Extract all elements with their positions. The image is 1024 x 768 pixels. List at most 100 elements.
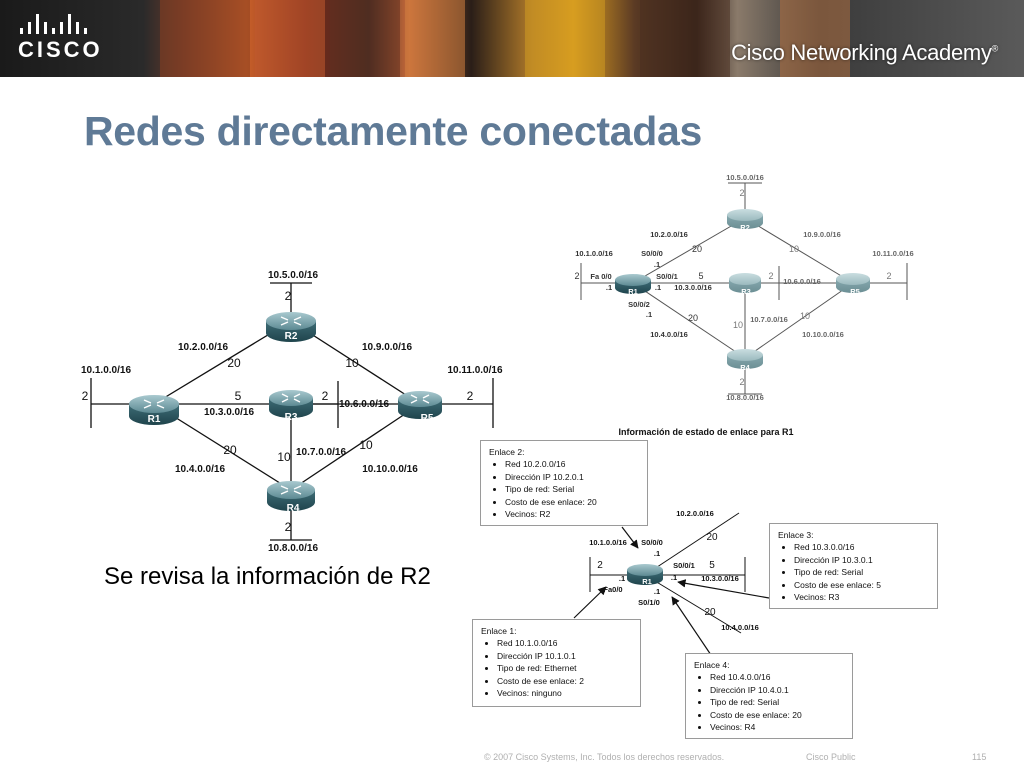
header-banner: CISCO Cisco Networking Academy® (0, 0, 1024, 77)
router-large-r4: R4 (267, 481, 315, 514)
router-small-r1: R1 (615, 274, 651, 296)
router-label: R3 (285, 412, 298, 423)
cost-label: 2 (82, 389, 89, 403)
topology-large: R2 R1 R3 R5 R4 10.5.0.0/16 2 10.2.0 (81, 270, 503, 554)
router-label: R4 (740, 363, 750, 372)
link-info-item: Red 10.4.0.0/16 (710, 673, 844, 682)
network-label: 10.10.0.0/16 (802, 330, 844, 339)
link-info-list: Red 10.3.0.0/16 Dirección IP 10.3.0.1 Ti… (778, 543, 929, 602)
cost-label: 2 (886, 271, 891, 281)
router-large-r2: R2 (266, 312, 316, 342)
router-label: R2 (285, 331, 298, 342)
host-label: .1 (655, 283, 661, 292)
interface-label: Fa 0/0 (590, 272, 611, 281)
link-info-list: Red 10.4.0.0/16 Dirección IP 10.4.0.1 Ti… (694, 673, 844, 732)
router-label: R1 (148, 414, 161, 425)
link-info-item: Tipo de red: Serial (710, 698, 844, 707)
cost-label: 10 (800, 311, 810, 321)
link-info-item: Tipo de red: Serial (505, 485, 639, 494)
router-large-r1: R1 (129, 395, 179, 425)
cost-label: 2 (285, 520, 292, 534)
interface-label: S0/0/0 (641, 249, 663, 258)
router-large-r5: R5 (398, 391, 442, 424)
network-label: 10.7.0.0/16 (296, 447, 346, 458)
cost-label: 10 (789, 244, 799, 254)
cost-label: 2 (467, 389, 474, 403)
link-info-item: Costo de ese enlace: 2 (497, 676, 632, 685)
interface-label: S0/0/2 (628, 300, 650, 309)
cost-label: 20 (692, 244, 702, 254)
link-info-item: Dirección IP 10.3.0.1 (794, 555, 929, 564)
interface-label: S0/1/0 (638, 598, 660, 607)
interface-label: Fa0/0 (603, 585, 622, 594)
host-label: .1 (654, 260, 660, 269)
cisco-logo: CISCO (18, 14, 103, 63)
router-small-r5: R5 (836, 273, 870, 296)
router-small-r4: R4 (727, 349, 763, 372)
network-label: 10.9.0.0/16 (362, 342, 412, 353)
link-info-header: Enlace 4: (694, 660, 730, 670)
link-info-item: Red 10.2.0.0/16 (505, 460, 639, 469)
network-label: 10.11.0.0/16 (872, 249, 913, 258)
link-info-item: Vecinos: R3 (794, 593, 929, 602)
link-info-item: Tipo de red: Serial (794, 568, 929, 577)
router-label: R4 (287, 503, 300, 514)
network-label: 10.6.0.0/16 (339, 399, 389, 410)
link-state-diagram: Información de estado de enlace para R1 … (573, 427, 794, 656)
link-info-item: Costo de ese enlace: 20 (505, 497, 639, 506)
host-label: .1 (671, 573, 677, 582)
network-label: 10.1.0.0/16 (575, 249, 613, 258)
cost-label: 2 (322, 389, 329, 403)
cost-label: 20 (223, 443, 237, 457)
link-info-list: Red 10.1.0.0/16 Dirección IP 10.1.0.1 Ti… (481, 639, 632, 698)
academy-title: Cisco Networking Academy® (731, 40, 998, 66)
link-info-header: Enlace 1: (481, 626, 517, 636)
network-label: 10.11.0.0/16 (447, 365, 502, 376)
router-label: R3 (741, 287, 751, 296)
link-info-item: Red 10.3.0.0/16 (794, 543, 929, 552)
cost-label: 5 (709, 560, 715, 571)
slide-caption: Se revisa la información de R2 (104, 563, 431, 590)
cost-label: 5 (698, 271, 703, 281)
cisco-bridge-icon (20, 14, 103, 34)
link-info-list: Red 10.2.0.0/16 Dirección IP 10.2.0.1 Ti… (489, 460, 639, 519)
link-info-box-2: Enlace 2: Red 10.2.0.0/16 Dirección IP 1… (480, 440, 648, 526)
cost-label: 2 (285, 289, 292, 303)
interface-label: S0/0/0 (641, 538, 663, 547)
cost-label: 10 (277, 450, 291, 464)
cost-label: 5 (235, 389, 242, 403)
link-info-item: Dirección IP 10.4.0.1 (710, 685, 844, 694)
link-info-item: Vecinos: ninguno (497, 689, 632, 698)
cost-label: 10 (359, 438, 373, 452)
network-label: 10.7.0.0/16 (750, 315, 788, 324)
network-label: 10.1.0.0/16 (81, 365, 131, 376)
link-info-item: Dirección IP 10.1.0.1 (497, 651, 632, 660)
link-info-box-1: Enlace 1: Red 10.1.0.0/16 Dirección IP 1… (472, 619, 641, 707)
host-label: .1 (646, 310, 652, 319)
link-info-box-4: Enlace 4: Red 10.4.0.0/16 Dirección IP 1… (685, 653, 853, 739)
cost-label: 2 (597, 560, 603, 571)
network-label: 10.1.0.0/16 (589, 538, 627, 547)
network-label: 10.4.0.0/16 (650, 330, 688, 339)
network-label: 10.4.0.0/16 (175, 464, 225, 475)
link-info-item: Tipo de red: Ethernet (497, 664, 632, 673)
router-large-r3: R3 (269, 390, 313, 423)
link-info-item: Dirección IP 10.2.0.1 (505, 472, 639, 481)
host-label: .1 (654, 549, 660, 558)
link-info-box-3: Enlace 3: Red 10.3.0.0/16 Dirección IP 1… (769, 523, 938, 609)
network-label: 10.4.0.0/16 (721, 623, 759, 632)
network-label: 10.6.0.0/16 (783, 277, 821, 286)
cost-label: 20 (688, 313, 698, 323)
cisco-logo-text: CISCO (18, 37, 103, 62)
link-info-header: Enlace 2: (489, 447, 525, 457)
cost-label: 2 (768, 271, 773, 281)
cost-label: 2 (739, 377, 744, 387)
cost-label: 2 (574, 271, 579, 281)
router-label: R1 (642, 577, 652, 586)
host-label: .1 (606, 283, 612, 292)
footer-copyright: © 2007 Cisco Systems, Inc. Todos los der… (484, 752, 725, 762)
network-label: 10.10.0.0/16 (362, 464, 418, 475)
cost-label: 2 (739, 188, 744, 198)
topology-small-links (580, 182, 908, 395)
footer-page-number: 115 (972, 752, 987, 762)
